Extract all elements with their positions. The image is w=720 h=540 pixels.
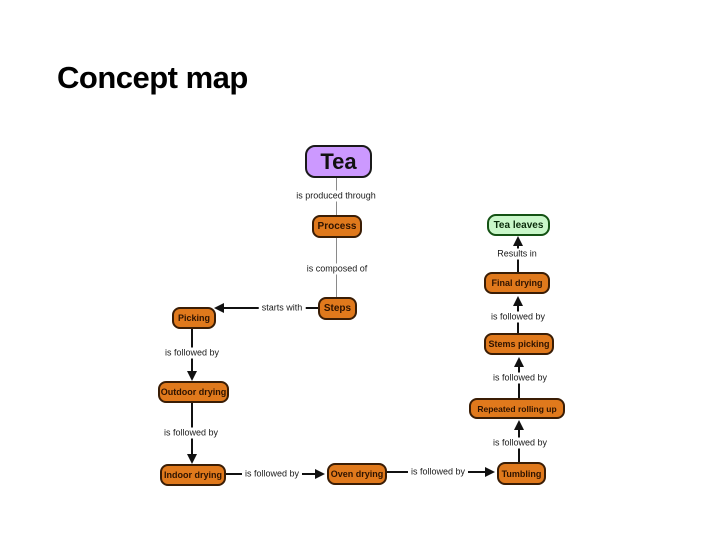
edge-label-followed-7: is followed by <box>487 311 549 323</box>
node-outdoor-drying: Outdoor drying <box>158 381 229 403</box>
slide-title: Concept map <box>57 60 248 95</box>
edge-label-is-produced-through: is produced through <box>293 190 379 202</box>
arrowhead-final-tealeaves <box>513 236 523 246</box>
edge-label-followed-4: is followed by <box>407 466 469 478</box>
edge-label-followed-6: is followed by <box>489 372 551 384</box>
edge-label-followed-1: is followed by <box>161 347 223 359</box>
node-tumbling: Tumbling <box>497 462 546 485</box>
node-oven-drying: Oven drying <box>327 463 387 485</box>
node-process: Process <box>312 215 362 238</box>
arrowhead-picking-outdoor <box>187 371 197 381</box>
node-picking: Picking <box>172 307 216 329</box>
arrowhead-oven-tumbling <box>485 467 495 477</box>
edge-label-followed-3: is followed by <box>241 468 303 480</box>
node-tea-leaves: Tea leaves <box>487 214 550 236</box>
arrowhead-steps-picking <box>214 303 224 313</box>
edge-label-is-composed-of: is composed of <box>303 263 371 275</box>
node-steps: Steps <box>318 297 357 320</box>
node-stems-picking: Stems picking <box>484 333 554 355</box>
node-indoor-drying: Indoor drying <box>160 464 226 486</box>
node-final-drying: Final drying <box>484 272 550 294</box>
arrowhead-indoor-oven <box>315 469 325 479</box>
edge-label-results-in: Results in <box>494 248 540 260</box>
edge-label-followed-5: is followed by <box>489 437 551 449</box>
arrowhead-stems-final <box>513 296 523 306</box>
node-repeated-rolling-up: Repeated rolling up <box>469 398 565 419</box>
edge-label-starts-with: starts with <box>258 302 306 314</box>
edge-label-followed-2: is followed by <box>160 427 222 439</box>
arrowhead-tumbling-repeated <box>514 420 524 430</box>
arrowhead-outdoor-indoor <box>187 454 197 464</box>
node-tea: Tea <box>305 145 372 178</box>
arrowhead-repeated-stems <box>514 357 524 367</box>
